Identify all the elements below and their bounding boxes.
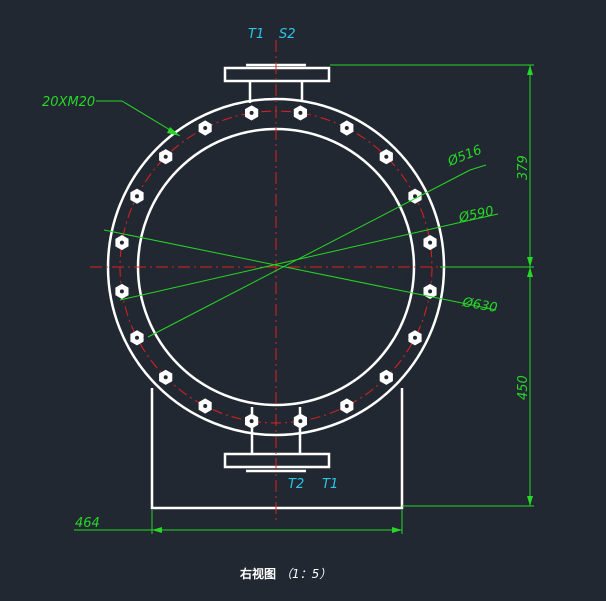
bolt-hole-center bbox=[119, 289, 124, 294]
center-lines bbox=[90, 40, 532, 522]
bolt-hole-center bbox=[344, 126, 349, 130]
nozzle-label-s2-top: S2 bbox=[279, 27, 296, 42]
dimension-arrows bbox=[152, 65, 533, 533]
nozzle-label-t2-bottom: T2 bbox=[288, 477, 304, 492]
bolt-hole-center bbox=[163, 154, 168, 159]
bolt-hole-center bbox=[163, 375, 168, 380]
view-title: 右视图 bbox=[239, 566, 276, 581]
dimension-lower-height: 450 bbox=[516, 375, 531, 400]
bolt-hole-center bbox=[249, 419, 254, 424]
bolt-hole-center bbox=[135, 335, 139, 340]
nozzle-label-t1-bottom: T1 bbox=[322, 477, 338, 492]
bolt-hole-center bbox=[428, 240, 433, 245]
bolt-hole-center bbox=[119, 240, 124, 245]
bolt-hole-center bbox=[428, 289, 433, 294]
bolt-hole-center bbox=[384, 375, 389, 380]
bolt-hole-center bbox=[413, 194, 417, 199]
bolt-hole-center bbox=[203, 404, 208, 408]
bolt-hole-center bbox=[203, 126, 208, 130]
bolt-hole-center bbox=[249, 110, 254, 115]
bolt-hole-center bbox=[298, 110, 303, 115]
view-scale: （1：5） bbox=[280, 567, 331, 581]
bolt-hole-center bbox=[384, 154, 389, 159]
bolt-hole-center bbox=[344, 404, 349, 408]
diameter-inner-label: Ø516 bbox=[445, 143, 484, 170]
bolt-hole-center bbox=[413, 335, 417, 340]
diameter-middle-label: Ø590 bbox=[457, 204, 495, 226]
bolt-holes bbox=[115, 105, 437, 429]
bolt-hole-center bbox=[135, 194, 139, 199]
saddle-support bbox=[150, 388, 404, 510]
bolt-hole-center bbox=[298, 419, 303, 424]
bottom-nozzle bbox=[223, 407, 331, 473]
dimension-upper-height: 379 bbox=[516, 155, 531, 180]
bolt-spec-callout: 20XM20 bbox=[42, 95, 95, 110]
diameter-outer-label: Ø630 bbox=[460, 295, 498, 316]
top-nozzle bbox=[223, 63, 331, 103]
dimension-base-width: 464 bbox=[75, 516, 100, 531]
nozzle-label-t1-top: T1 bbox=[248, 27, 264, 42]
dimension-lines bbox=[74, 64, 534, 534]
